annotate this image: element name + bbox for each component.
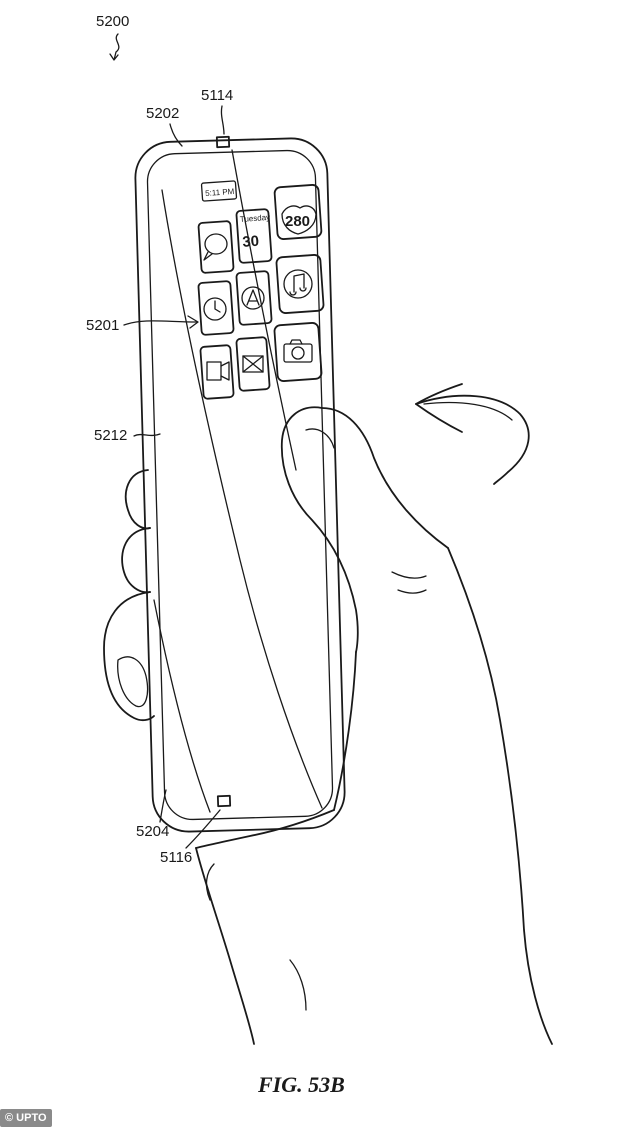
video-icon xyxy=(199,344,235,400)
music-icon xyxy=(275,254,325,314)
calendar-day: Tuesday xyxy=(239,213,270,224)
label-icons-region: 5201 xyxy=(86,317,119,334)
clock-icon xyxy=(197,280,235,336)
watermark-badge: © UPTO xyxy=(0,1109,52,1127)
rotate-arrow-icon xyxy=(415,383,530,485)
label-device: 5200 xyxy=(96,13,129,30)
label-bottom-edge: 5204 xyxy=(136,823,169,840)
mail-icon xyxy=(235,336,271,392)
calendar-icon xyxy=(235,208,273,264)
label-bottom-sensor: 5116 xyxy=(160,849,192,866)
label-display: 5212 xyxy=(94,427,127,444)
highway-number: 280 xyxy=(285,213,310,230)
reference-labels: 5200 5202 5114 5201 5212 5204 5116 xyxy=(86,13,233,866)
bottom-sensor xyxy=(216,794,232,808)
device-body xyxy=(134,135,346,833)
calendar-date: 30 xyxy=(242,233,260,251)
status-time-box xyxy=(200,180,238,202)
maps-highway-icon xyxy=(273,184,323,240)
status-time: 5:11 PM xyxy=(205,187,235,198)
app-store-icon xyxy=(235,270,273,326)
figure-caption: FIG. 53B xyxy=(257,1072,345,1097)
screen-content: 5:11 PM Tuesday 30 280 xyxy=(197,180,325,400)
camera-icon xyxy=(273,322,323,382)
messages-icon xyxy=(197,220,235,274)
label-top-sensor: 5114 xyxy=(201,87,233,104)
top-sensor xyxy=(215,135,231,149)
label-top-edge: 5202 xyxy=(146,105,179,122)
hand-drawing xyxy=(103,406,553,1045)
